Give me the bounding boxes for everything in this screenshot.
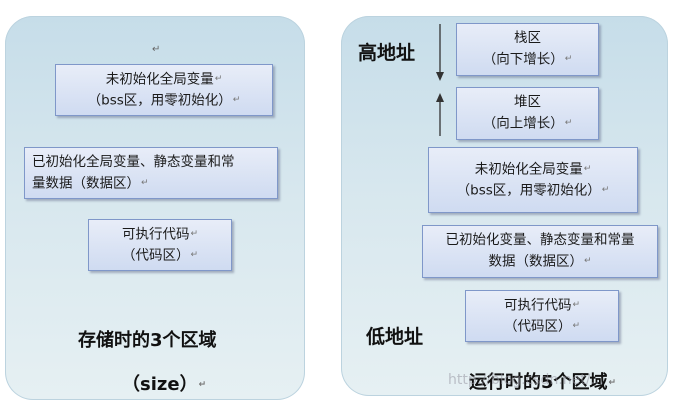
- left-data-box: 已初始化全局变量、静态变量和常 量数据（数据区）↵: [24, 147, 278, 199]
- right-stack-line2: （向下增长）: [482, 51, 564, 68]
- right-stack-box: 栈区 （向下增长）↵: [456, 23, 599, 76]
- left-caption: 存储时的3个区域: [78, 330, 217, 351]
- right-bss-box: 未初始化全局变量↵ （bss区，用零初始化）↵: [428, 147, 638, 213]
- right-data-box: 已初始化变量、静态变量和常量 数据（数据区）↵: [422, 225, 658, 278]
- left-code-box: 可执行代码↵ （代码区）↵: [88, 219, 232, 271]
- left-code-line1: 可执行代码: [121, 226, 190, 242]
- right-stack-line1: 栈区: [514, 30, 541, 47]
- left-data-line2: 量数据（数据区）: [32, 175, 140, 192]
- right-bss-line1: 未初始化全局变量: [474, 161, 583, 177]
- low-address-label: 低地址: [366, 326, 424, 348]
- down-arrow-icon: [436, 24, 444, 81]
- right-heap-box: 堆区 （向上增长）↵: [456, 87, 599, 140]
- right-code-box: 可执行代码↵ （代码区）↵: [465, 290, 619, 342]
- left-data-line1: 已初始化全局变量、静态变量和常: [32, 153, 235, 170]
- right-bss-line2: （bss区，用零初始化）: [456, 182, 601, 199]
- right-caption: 运行时的5个区域↵: [469, 372, 617, 393]
- right-heap-line1: 堆区: [514, 94, 541, 111]
- right-data-line1: 已初始化变量、静态变量和常量: [445, 232, 635, 249]
- left-subcaption: （size）↵: [122, 374, 207, 395]
- right-code-line1: 可执行代码: [503, 297, 572, 313]
- left-code-line2: （代码区）: [121, 247, 190, 264]
- right-heap-line2: （向上增长）: [482, 115, 564, 132]
- left-bss-box: 未初始化全局变量↵ （bss区，用零初始化）↵: [55, 64, 273, 116]
- up-arrow-icon: [436, 93, 444, 136]
- left-top-paragraph-mark: ↵: [152, 44, 161, 55]
- high-address-label: 高地址: [358, 42, 416, 64]
- watermark: http://blog.csdn.net/...: [448, 372, 604, 388]
- left-bss-line1: 未初始化全局变量: [105, 71, 214, 87]
- right-data-line2: 数据（数据区）: [488, 253, 583, 270]
- right-code-line2: （代码区）: [503, 318, 572, 335]
- left-bss-line2: （bss区，用零初始化）: [87, 92, 232, 109]
